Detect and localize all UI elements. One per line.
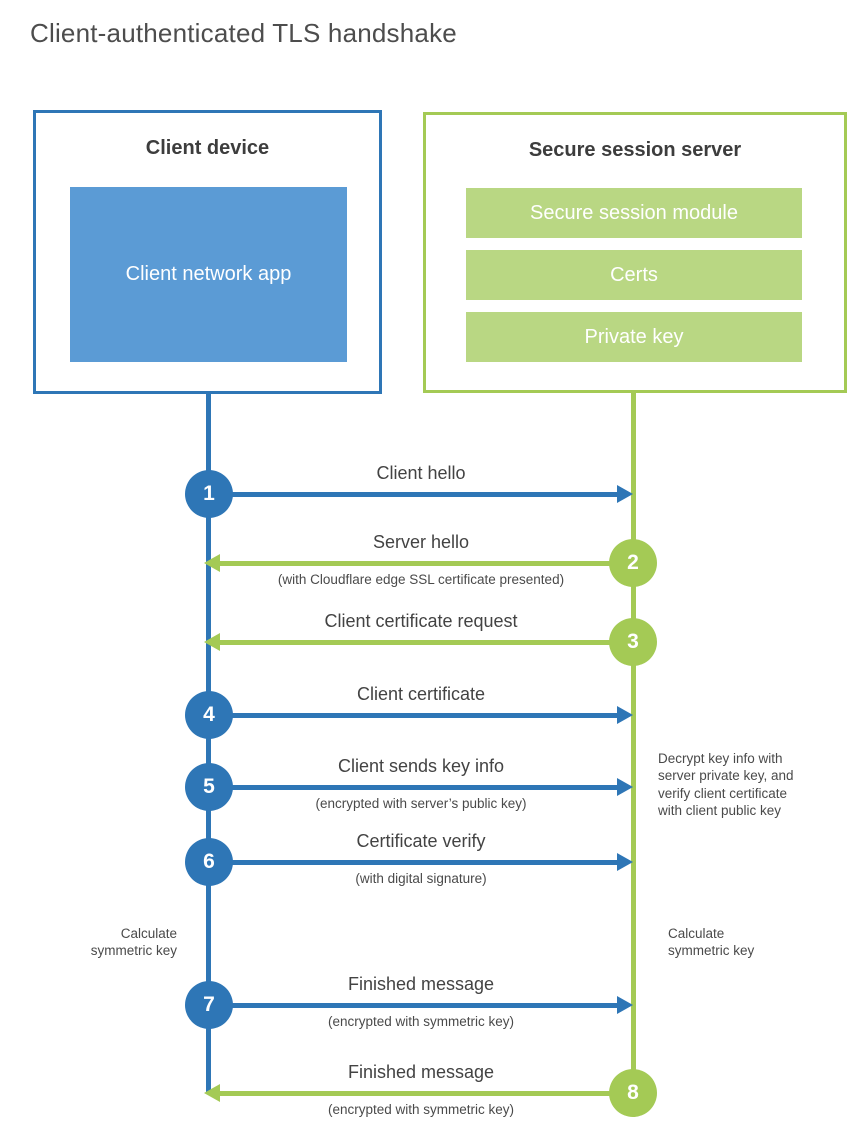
server-module-private-key: Private key [466,312,802,362]
client-device-title: Client device [145,137,270,159]
step-8-sublabel: (encrypted with symmetric key) [327,1102,515,1117]
client-lifeline [206,391,211,1094]
step-7-arrow-line [209,1003,617,1008]
step-6-arrowhead [617,853,633,871]
step-1-label: Client hello [376,463,466,483]
step-8-arrow-line [220,1091,633,1096]
page-title: Client-authenticated TLS handshake [30,18,457,48]
note-decrypt-key-info: Decrypt key info with server private key… [658,751,794,818]
step-7-label: Finished message [347,974,495,994]
server-lifeline [631,393,636,1093]
step-4-arrow-line [209,713,617,718]
note-calculate-symmetric-key-server: Calculate symmetric key [668,926,755,959]
step-8-arrowhead [204,1084,220,1102]
step-6-circle: 6 [185,838,233,886]
step-2-arrow-line [220,561,633,566]
step-7-arrowhead [617,996,633,1014]
step-1-arrow-line [209,492,617,497]
step-5-arrow-line [209,785,617,790]
step-6-label: Certificate verify [356,831,486,851]
step-4-arrowhead [617,706,633,724]
step-4-circle: 4 [185,691,233,739]
step-3-arrowhead [204,633,220,651]
step-5-sublabel: (encrypted with server’s public key) [315,796,527,811]
step-3-arrow-line [220,640,633,645]
step-2-circle: 2 [609,539,657,587]
secure-session-server-title: Secure session server [528,139,742,161]
step-5-arrowhead [617,778,633,796]
step-3-label: Client certificate request [324,611,518,631]
step-4-label: Client certificate [356,684,486,704]
step-8-circle: 8 [609,1069,657,1117]
step-1-circle: 1 [185,470,233,518]
step-6-sublabel: (with digital signature) [355,871,487,886]
step-7-sublabel: (encrypted with symmetric key) [327,1014,515,1029]
note-calculate-symmetric-key-client: Calculate symmetric key [90,926,177,959]
client-network-app-module: Client network app [70,187,347,362]
step-6-arrow-line [209,860,617,865]
client-network-app-label: Client network app [125,263,292,285]
step-1-arrowhead [617,485,633,503]
step-2-label: Server hello [372,532,470,552]
step-2-arrowhead [204,554,220,572]
step-7-circle: 7 [185,981,233,1029]
step-2-sublabel: (with Cloudflare edge SSL certificate pr… [277,572,565,587]
step-5-label: Client sends key info [337,756,505,776]
step-5-circle: 5 [185,763,233,811]
step-3-circle: 3 [609,618,657,666]
server-module-certs: Certs [466,250,802,300]
server-module-secure-session-module: Secure session module [466,188,802,238]
step-8-label: Finished message [347,1062,495,1082]
